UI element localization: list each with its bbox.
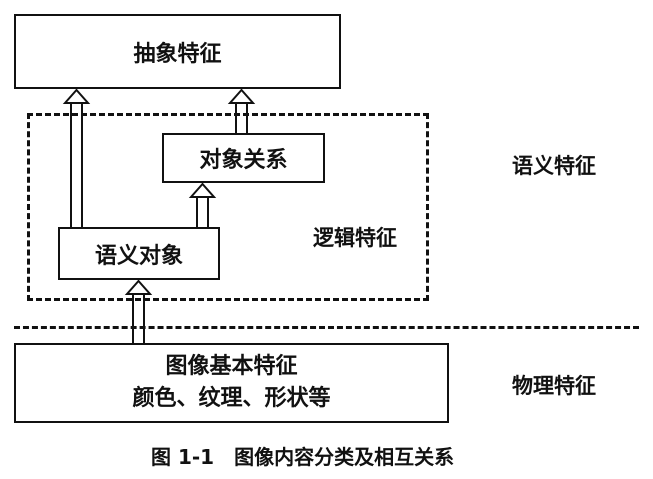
basic-image-feature-box: 图像基本特征 颜色、纹理、形状等: [14, 343, 449, 423]
abstract-feature-text: 抽象特征: [133, 41, 222, 67]
arrow-basic-to-semantic-object: [124, 279, 153, 343]
basic-feature-examples: 颜色、纹理、形状等: [132, 386, 331, 411]
basic-feature-title: 图像基本特征: [165, 354, 298, 379]
logic-feature-group: [27, 113, 429, 301]
figure-caption: 图 1-1 图像内容分类及相互关系: [151, 445, 455, 469]
abstract-feature-box: 抽象特征: [14, 14, 341, 89]
arrow-semantic-object-to-abstract: [62, 88, 91, 227]
semantic-object-box: 语义对象: [58, 227, 220, 280]
semantic-object-text: 语义对象: [94, 243, 183, 269]
layer-separator-line: [14, 326, 639, 329]
object-relation-text: 对象关系: [199, 148, 288, 173]
physical-feature-label: 物理特征: [512, 374, 596, 398]
semantic-feature-label: 语义特征: [512, 154, 596, 178]
arrow-object-relation-to-abstract: [227, 88, 256, 133]
object-relation-box: 对象关系: [162, 133, 325, 183]
logic-feature-label: 逻辑特征: [313, 226, 397, 250]
arrow-semantic-object-to-relation: [188, 182, 217, 227]
